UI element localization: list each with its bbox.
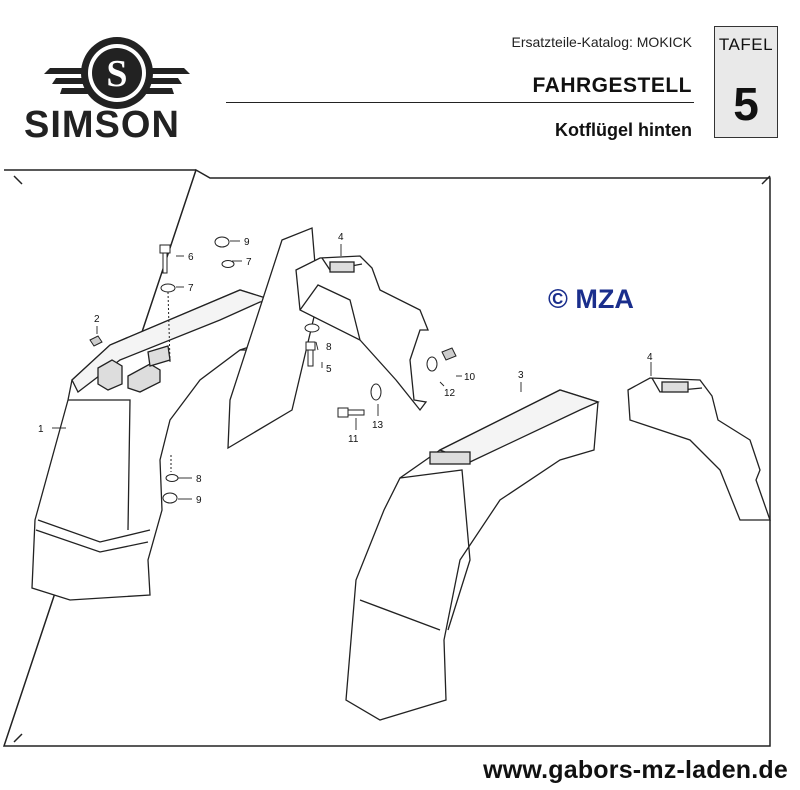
frame-corners — [13, 175, 771, 743]
part-2 — [89, 335, 103, 347]
fender-part-1 — [31, 289, 273, 601]
simson-logo: S — [44, 37, 190, 109]
callout-12: 12 — [444, 388, 456, 399]
tafel-number: 5 — [733, 78, 759, 130]
svg-text:S: S — [106, 53, 127, 95]
callout-4b: 4 — [647, 352, 653, 363]
callout-8a: 8 — [326, 342, 332, 353]
catalog-title: Ersatzteile-Katalog: MOKICK — [511, 34, 692, 50]
tafel-label: TAFEL — [718, 35, 774, 54]
callout-2: 2 — [94, 314, 100, 325]
callout-1: 1 — [38, 424, 44, 435]
hardware-bolt-6 — [159, 236, 235, 504]
callout-10: 10 — [464, 372, 476, 383]
callout-6: 6 — [188, 252, 194, 263]
footer-url[interactable]: www.gabors-mz-laden.de — [483, 756, 788, 784]
mud-flap — [227, 227, 319, 450]
diagram-frame — [2, 168, 771, 747]
callout-5: 5 — [326, 364, 332, 375]
callout-11: 11 — [348, 434, 359, 445]
leader-lines — [52, 240, 652, 500]
brand-name: SIMSON — [24, 104, 180, 146]
page-subtitle: Kotflügel hinten — [555, 120, 692, 140]
section-title: FAHRGESTELL — [532, 74, 692, 97]
header-rule — [226, 102, 694, 103]
callout-7b: 7 — [188, 283, 194, 294]
tafel-box: TAFEL 5 — [714, 26, 778, 138]
bracket-part-4a — [295, 255, 429, 412]
bracket-part-4b — [627, 377, 771, 521]
callout-3: 3 — [518, 370, 524, 381]
copyright-watermark: © MZA — [548, 284, 634, 314]
hardware-center — [304, 323, 457, 418]
callout-9b: 9 — [196, 495, 202, 506]
callout-13: 13 — [372, 420, 384, 431]
logo-wings — [44, 68, 190, 94]
callout-9a: 9 — [244, 237, 250, 248]
callout-7a: 7 — [246, 257, 252, 268]
callout-8b: 8 — [196, 474, 202, 485]
fender-part-3 — [345, 389, 600, 721]
callout-4a: 4 — [338, 232, 344, 243]
